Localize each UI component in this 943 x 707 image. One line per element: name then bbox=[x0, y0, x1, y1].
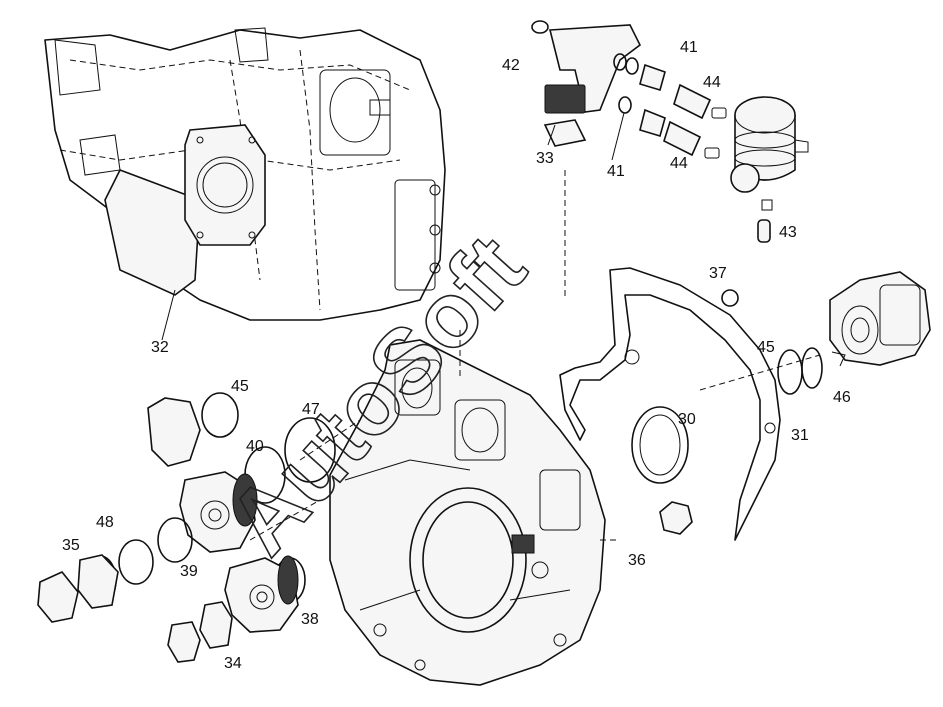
callout-33: 33 bbox=[536, 150, 554, 167]
callout-30: 30 bbox=[678, 411, 696, 428]
callout-32: 32 bbox=[151, 339, 169, 356]
callout-34: 34 bbox=[224, 655, 242, 672]
callout-43: 43 bbox=[779, 224, 797, 241]
oil-line-assembly bbox=[531, 20, 809, 243]
callout-31: 31 bbox=[791, 427, 809, 444]
part-31-gasket bbox=[559, 267, 781, 541]
part-36-cap bbox=[659, 501, 693, 535]
callout-42: 42 bbox=[502, 57, 520, 74]
callout-37: 37 bbox=[709, 265, 727, 282]
part-46-pump bbox=[777, 271, 931, 395]
callout-45-right: 45 bbox=[757, 339, 775, 356]
callout-36: 36 bbox=[628, 552, 646, 569]
callout-47: 47 bbox=[302, 401, 320, 418]
left-side-components bbox=[37, 392, 336, 663]
part-30-seal bbox=[631, 406, 689, 484]
callout-40: 40 bbox=[246, 438, 264, 455]
callout-labels: 30 31 32 33 34 35 36 37 38 39 40 41 41 4… bbox=[62, 39, 851, 672]
callout-41-lower: 41 bbox=[607, 163, 625, 180]
callout-41-upper: 41 bbox=[680, 39, 698, 56]
callout-35: 35 bbox=[62, 537, 80, 554]
callout-48: 48 bbox=[96, 514, 114, 531]
leader-lines bbox=[161, 112, 821, 541]
callout-45-left: 45 bbox=[231, 378, 249, 395]
callout-38: 38 bbox=[301, 611, 319, 628]
front-gear-housing bbox=[329, 339, 606, 686]
callout-46: 46 bbox=[833, 389, 851, 406]
part-32-cover-gasket bbox=[104, 124, 266, 296]
part-37-o-ring bbox=[721, 289, 739, 307]
callout-44-upper: 44 bbox=[703, 74, 721, 91]
callout-39: 39 bbox=[180, 563, 198, 580]
callout-44-lower: 44 bbox=[670, 155, 688, 172]
